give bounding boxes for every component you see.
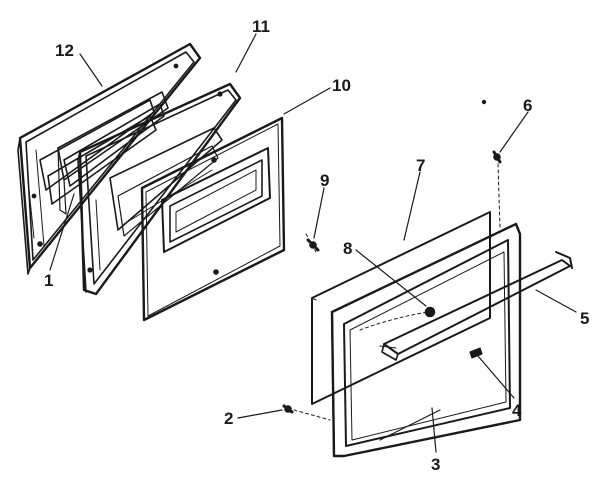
label-7: 7 <box>416 156 425 175</box>
leader-4 <box>477 355 515 399</box>
label-6: 6 <box>523 96 532 115</box>
leader-6 <box>499 111 529 153</box>
part-4-handle-bracket <box>469 347 483 359</box>
label-12: 12 <box>55 41 74 60</box>
leader-12 <box>79 53 103 87</box>
part-5-door-handle <box>379 251 573 361</box>
leader-lines <box>49 33 577 453</box>
part-9-screw <box>305 233 320 253</box>
leader-10 <box>283 87 331 115</box>
leader-7 <box>403 171 421 241</box>
label-11: 11 <box>252 17 270 36</box>
label-4: 4 <box>512 401 522 420</box>
part-7-glass-pane <box>311 211 491 405</box>
label-1: 1 <box>44 271 53 290</box>
part-8-door-bumper <box>359 306 436 331</box>
part-6-screw <box>481 99 502 229</box>
part-12-inner-back-panel <box>17 42 202 275</box>
leader-1 <box>49 193 75 271</box>
leader-9 <box>313 187 325 239</box>
leader-8 <box>355 249 427 307</box>
leader-2 <box>237 409 283 419</box>
part-2-screw <box>282 404 331 421</box>
label-9: 9 <box>320 171 329 190</box>
label-10: 10 <box>332 76 351 95</box>
part-1-door-liner <box>57 91 169 215</box>
label-8: 8 <box>343 239 352 258</box>
leader-3 <box>431 407 437 453</box>
label-2: 2 <box>224 409 233 428</box>
leader-11 <box>235 33 257 73</box>
part-number-labels: 12 11 10 9 7 8 6 5 4 3 2 1 <box>44 17 589 474</box>
leader-5 <box>535 289 577 313</box>
part-10-outer-door-panel <box>140 116 286 322</box>
label-5: 5 <box>580 309 589 328</box>
part-3-door-frame <box>330 222 522 458</box>
part-11-door-inner-frame <box>77 82 242 296</box>
label-3: 3 <box>431 455 440 474</box>
